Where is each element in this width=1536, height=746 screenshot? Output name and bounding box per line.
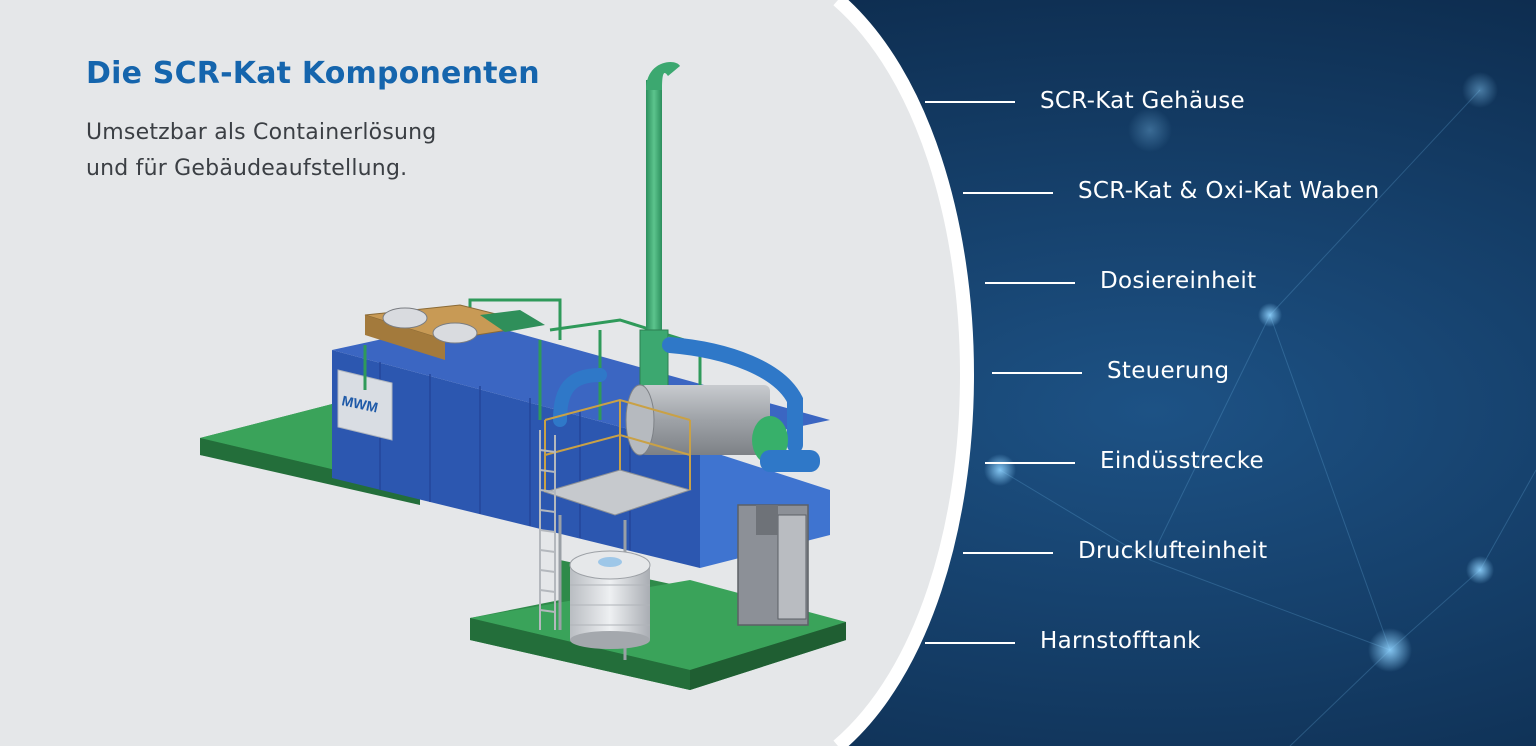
scr-housing <box>625 384 820 472</box>
fan-1 <box>382 307 428 329</box>
component-label-dosiereinheit: Dosiereinheit <box>1100 268 1257 294</box>
component-label-drucklufteinheit: Drucklufteinheit <box>1078 538 1268 564</box>
component-label-steuerung: Steuerung <box>1107 358 1230 384</box>
page-title: Die SCR-Kat Komponenten <box>86 56 540 91</box>
radiator-green <box>480 310 545 332</box>
panel-divider-curve <box>833 0 974 746</box>
fan-2 <box>432 322 478 344</box>
mwm-logo-plate <box>337 369 393 441</box>
blue-pipe <box>662 337 803 453</box>
mwm-logo: MWM <box>340 392 379 415</box>
subtitle-line-1: Umsetzbar als Containerlösung <box>86 120 437 145</box>
exhaust-stack <box>646 80 662 380</box>
component-label-scr-kat-gehaeuse: SCR-Kat Gehäuse <box>1040 88 1245 114</box>
ladder <box>539 430 556 630</box>
component-label-harnstofftank: Harnstofftank <box>1040 628 1201 654</box>
scr-container-illustration: MWM <box>200 61 846 690</box>
component-label-waben: SCR-Kat & Oxi-Kat Waben <box>1078 178 1380 204</box>
connector-lines <box>925 101 1082 644</box>
subtitle-line-2: und für Gebäudeaufstellung. <box>86 156 408 181</box>
component-label-eindusstrecke: Eindüsstrecke <box>1100 448 1264 474</box>
urea-tank <box>569 550 651 649</box>
container-front <box>332 350 700 568</box>
